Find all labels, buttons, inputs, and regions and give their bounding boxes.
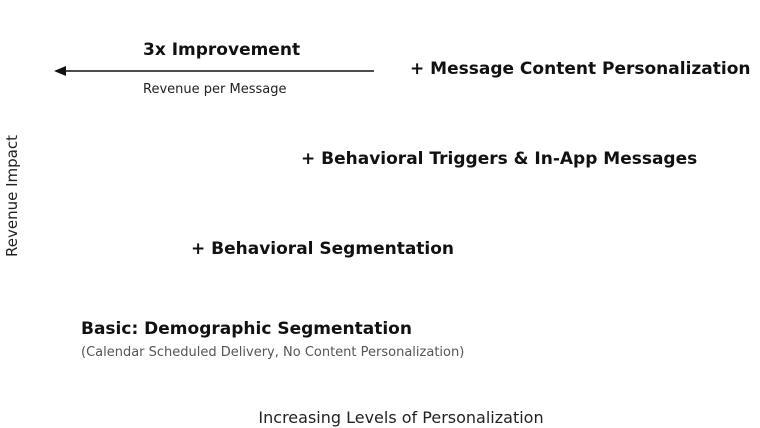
level-basic-sublabel: (Calendar Scheduled Delivery, No Content… bbox=[81, 345, 465, 360]
x-axis-label: Increasing Levels of Personalization bbox=[258, 408, 544, 427]
level-behavioral-segmentation: + Behavioral Segmentation bbox=[191, 239, 455, 259]
level-behavioral-triggers: + Behavioral Triggers & In-App Messages bbox=[301, 149, 698, 169]
improvement-subtitle: Revenue per Message bbox=[143, 82, 287, 97]
improvement-title: 3x Improvement bbox=[143, 40, 301, 60]
level-basic-demographic-segmentation: Basic: Demographic Segmentation bbox=[81, 319, 412, 339]
level-message-content-personalization: + Message Content Personalization bbox=[410, 59, 751, 79]
y-axis-label: Revenue Impact bbox=[3, 135, 21, 257]
arrow-left-icon bbox=[54, 66, 374, 76]
